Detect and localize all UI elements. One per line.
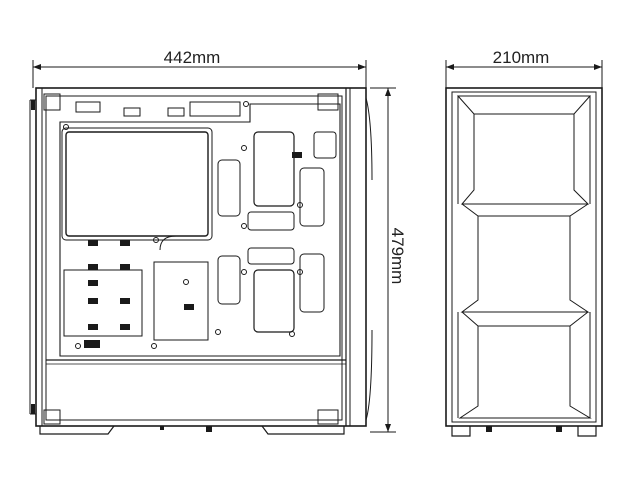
height-label: 479mm bbox=[388, 228, 407, 285]
height-dimension: 479mm bbox=[370, 87, 407, 433]
corner-brackets bbox=[43, 93, 339, 425]
depth-label: 210mm bbox=[493, 48, 550, 67]
width-label: 442mm bbox=[164, 48, 221, 67]
screw-holes bbox=[63, 101, 303, 349]
slot-marks bbox=[84, 152, 302, 348]
case-front-view bbox=[445, 87, 603, 437]
case-side-view bbox=[29, 87, 373, 435]
width-dimension: 442mm bbox=[32, 48, 367, 88]
depth-dimension: 210mm bbox=[445, 48, 603, 88]
